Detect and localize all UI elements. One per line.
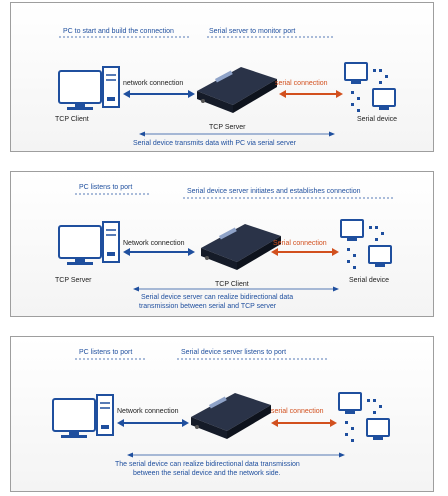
- top-right-label: Serial server to monitor port: [209, 28, 296, 35]
- top-left-label: PC to start and build the connection: [63, 28, 174, 35]
- caption-line-1: The serial device can realize bidirectio…: [115, 461, 300, 468]
- serial-connection-label: serial connection: [271, 408, 324, 415]
- panel-1-graphics: [58, 36, 396, 137]
- caption-line-2: transmission between serial and TCP serv…: [139, 303, 277, 310]
- server-label: TCP Server: [209, 124, 246, 131]
- serial-connection-label: serial connection: [275, 80, 328, 87]
- top-right-label: Serial device server listens to port: [181, 349, 287, 356]
- caption-line-1: Serial device transmits data with PC via…: [133, 140, 297, 147]
- serial-arrow: [279, 90, 343, 98]
- serial-arrow: [271, 248, 339, 256]
- device-label: Serial device: [349, 277, 390, 284]
- serial-server-icon: [201, 224, 281, 270]
- serial-device-icon: [338, 392, 390, 442]
- caption-line-2: between the serial device and the networ…: [133, 470, 281, 477]
- network-arrow: [123, 248, 195, 256]
- panel-pc-server-mode: PC listens to port Serial device server …: [10, 171, 434, 317]
- serial-server-icon: [191, 393, 271, 439]
- top-right-label: Serial device server initiates and estab…: [187, 188, 361, 195]
- pc-icon: [52, 394, 114, 438]
- serial-device-icon: [340, 219, 392, 269]
- top-left-label: PC listens to port: [79, 349, 133, 356]
- pc-label: TCP Client: [55, 116, 89, 123]
- panel-pc-client-mode: PC to start and build the connection Ser…: [10, 2, 434, 152]
- caption-line-1: Serial device server can realize bidirec…: [141, 294, 294, 301]
- network-arrow: [123, 90, 195, 98]
- device-label: Serial device: [357, 116, 398, 123]
- pc-icon: [58, 221, 120, 265]
- top-left-label: PC listens to port: [79, 184, 133, 191]
- network-arrow: [117, 419, 189, 427]
- serial-server-icon: [197, 67, 277, 113]
- network-connection-label: network connection: [123, 80, 184, 87]
- panel-3-graphics: [52, 358, 390, 458]
- serial-arrow: [271, 419, 337, 427]
- network-connection-label: Network connection: [123, 240, 185, 247]
- network-connection-label: Network connection: [117, 408, 179, 415]
- serial-device-icon: [344, 62, 396, 112]
- serial-connection-label: Serial connection: [273, 240, 327, 247]
- panel-both-listen-mode: PC listens to port Serial device server …: [10, 336, 434, 492]
- pc-icon: [58, 66, 120, 110]
- pc-label: TCP Server: [55, 277, 92, 284]
- panel-2-graphics: [58, 193, 393, 292]
- server-label: TCP Client: [215, 281, 249, 288]
